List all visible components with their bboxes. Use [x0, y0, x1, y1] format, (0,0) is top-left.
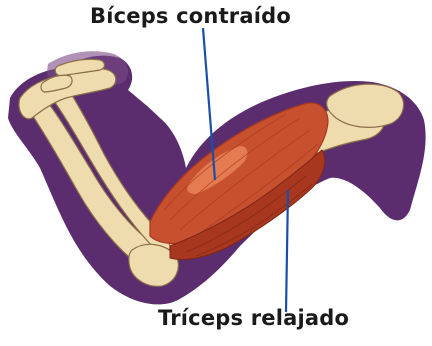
triceps-label: Tríceps relajado: [158, 306, 349, 330]
biceps-label: Bíceps contraído: [90, 4, 291, 28]
